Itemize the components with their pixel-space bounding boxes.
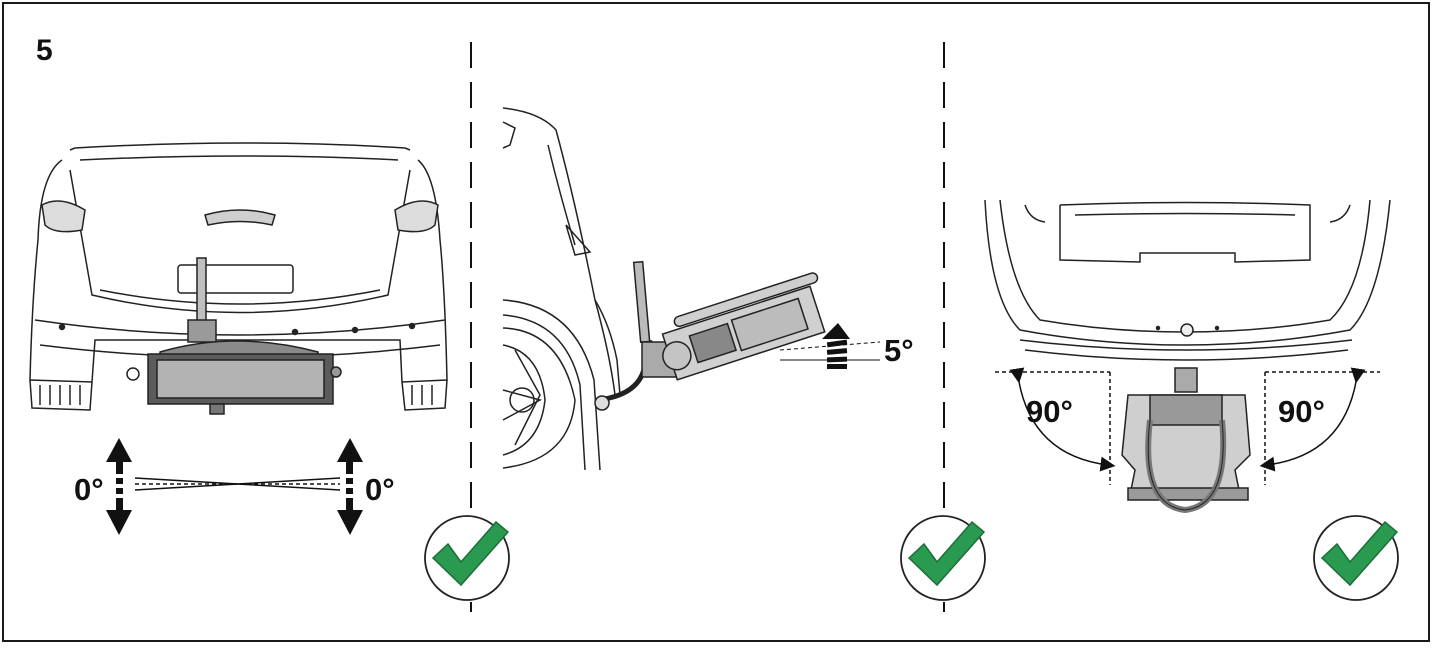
angle-arc-icon <box>1259 367 1380 485</box>
level-indicator <box>134 477 341 491</box>
tilt-angle-label: 5° <box>884 333 914 368</box>
car-rear-view <box>29 142 448 411</box>
check-mark-icon <box>424 515 510 601</box>
car-side-view <box>502 107 621 471</box>
check-mark-icon <box>900 515 986 601</box>
bike-carrier-top <box>1121 367 1251 514</box>
angle-arc-icon <box>995 367 1116 485</box>
step-number: 5 <box>36 34 53 67</box>
angle-tilt-line <box>779 341 881 351</box>
angle-label-right: 0° <box>365 472 395 507</box>
check-mark-icon <box>1313 515 1399 601</box>
bike-carrier-rear <box>126 257 342 415</box>
up-down-arrow-icon <box>106 438 132 535</box>
up-down-arrow-icon <box>337 438 363 535</box>
angle-label-left: 90° <box>1026 394 1073 429</box>
angle-label-left: 0° <box>74 472 104 507</box>
angle-label-right: 90° <box>1278 394 1325 429</box>
bike-carrier-side <box>594 260 826 411</box>
car-top-view <box>984 199 1391 361</box>
